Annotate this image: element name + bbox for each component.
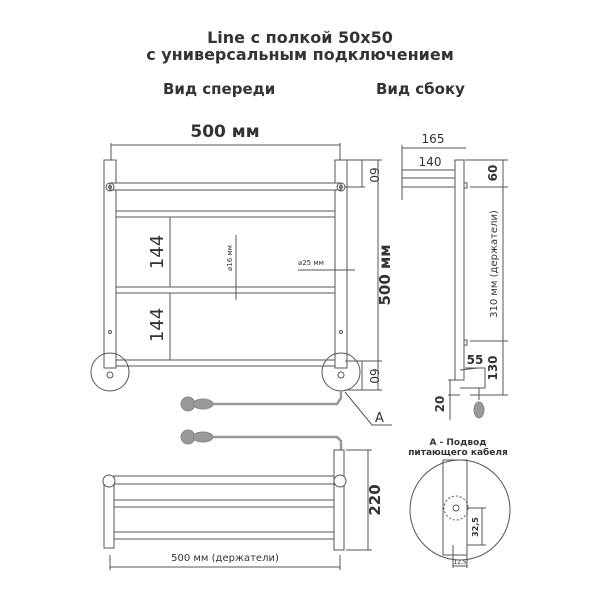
detail-a-subtitle: питающего кабеля — [408, 447, 508, 458]
front-view-frame — [90, 143, 392, 426]
detail-a-height-dim: 32,5 — [471, 517, 480, 537]
side-view-label: Вид сбоку — [376, 80, 465, 98]
front-height-dim: 500 мм — [376, 244, 394, 305]
side-holder-spacing-dim: 310 мм (держатели) — [489, 210, 500, 318]
drawing-subtitle: с универсальным подключением — [146, 45, 454, 64]
top-width-dim: 500 мм (держатели) — [171, 553, 279, 564]
front-view-label: Вид спереди — [163, 80, 276, 98]
side-top-offset-dim: 60 — [486, 165, 500, 182]
side-view-frame — [401, 145, 508, 420]
detail-a-frame — [409, 459, 511, 568]
side-depth-total-dim: 165 — [422, 132, 445, 146]
side-connector-offset-dim: 55 — [467, 353, 484, 367]
bar-diameter-dim: ⌀16 мм — [226, 245, 234, 271]
spacing-upper-dim: 144 — [147, 235, 168, 269]
side-bottom-offset-dim: 130 — [486, 355, 500, 380]
detail-a-marker: A — [375, 411, 384, 426]
spacing-lower-dim: 144 — [147, 308, 168, 342]
front-width-dim: 500 мм — [190, 122, 259, 142]
side-base-offset-dim: 20 — [433, 396, 447, 413]
top-depth-dim: 220 — [366, 484, 384, 515]
detail-a-width-dim: 12,5 — [453, 559, 467, 566]
detail-a-title: А - Подвод — [429, 438, 486, 448]
drawing-title: Line с полкой 50x50 — [207, 28, 393, 47]
top-view-frame — [102, 449, 372, 570]
front-top-offset-dim: 60 — [367, 167, 381, 182]
post-diameter-dim: ⌀25 мм — [298, 259, 324, 267]
side-shelf-depth-dim: 140 — [419, 155, 442, 169]
front-bottom-offset-dim: 60 — [367, 368, 381, 383]
